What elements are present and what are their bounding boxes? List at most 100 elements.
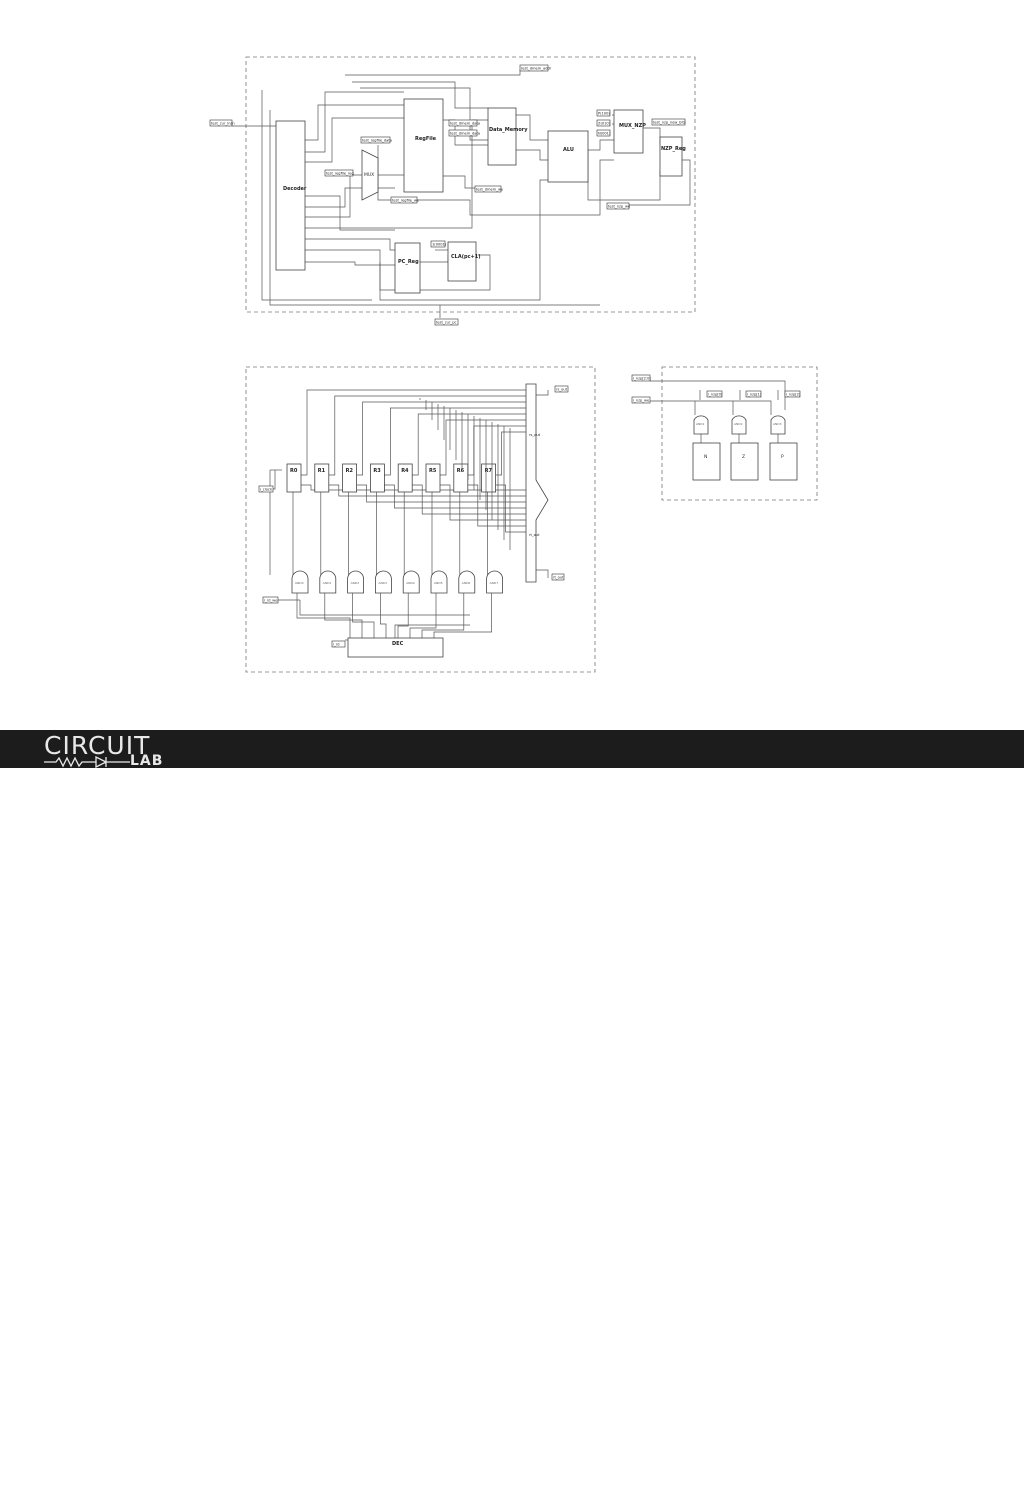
- logo-bottom-text: LAB: [130, 753, 164, 769]
- and-gate-6[interactable]: [458, 570, 476, 594]
- pin-cla-const[interactable]: [430, 240, 446, 248]
- and-gate-7[interactable]: [486, 570, 503, 594]
- nzp-box-p[interactable]: [769, 442, 798, 481]
- cla-block[interactable]: [447, 241, 477, 282]
- pin-p-bit[interactable]: [784, 390, 801, 398]
- register-r1[interactable]: [314, 463, 330, 493]
- and-gate-2[interactable]: [347, 570, 364, 594]
- nzp-box-z-label: Z: [742, 454, 745, 460]
- pin-cur-pc[interactable]: [434, 318, 459, 326]
- pin-dmem-we-text: test_dmem_we: [476, 188, 504, 192]
- nzp-and-gate-1-label: AND1: [696, 422, 705, 426]
- pin-rd-we[interactable]: [262, 596, 279, 604]
- pin-regfile-data[interactable]: [360, 136, 391, 144]
- pin-dmem-data-2[interactable]: [448, 129, 478, 137]
- and-gate-7-label: AND7: [490, 581, 499, 585]
- and-gate-0-label: AND0: [295, 581, 304, 585]
- register-r2[interactable]: [342, 463, 358, 493]
- pin-clock[interactable]: [258, 485, 274, 493]
- footer-bar: CIRCUIT LAB Billzyzzz/single circle http…: [0, 730, 1024, 1496]
- pin-rd-we-text: i_rd_we: [264, 599, 278, 603]
- pin-nzp-new-bits[interactable]: [651, 118, 686, 126]
- mux-block[interactable]: [361, 149, 379, 201]
- and-gate-5[interactable]: [430, 570, 448, 594]
- register-r3[interactable]: [369, 463, 385, 493]
- logo-top-text: CIRCUIT: [44, 731, 151, 760]
- nzp-reg-block[interactable]: [659, 136, 683, 177]
- mux-nzp-label: MUX_NZP: [619, 123, 646, 129]
- pin-p-const[interactable]: [596, 109, 611, 117]
- pin-regfile-reg[interactable]: [324, 169, 354, 177]
- resistor-diode-icon: [44, 756, 130, 768]
- regfile-block[interactable]: [403, 98, 444, 193]
- pin-rs-out[interactable]: [554, 385, 569, 393]
- and-gate-1[interactable]: [319, 570, 337, 594]
- nzp-and-gate-2[interactable]: [731, 415, 747, 435]
- pin-p-const-text: P(100): [598, 112, 610, 116]
- cla-label: CLA(pc+1): [451, 254, 481, 260]
- cpu-frame: [245, 56, 696, 313]
- regfile-label: RegFile: [415, 136, 437, 142]
- circuit-name[interactable]: single circle: [289, 1462, 385, 1478]
- pin-nzp-in[interactable]: [631, 374, 651, 382]
- pin-dmem-data[interactable]: [448, 119, 478, 127]
- pin-nzp-we-2[interactable]: [631, 396, 651, 404]
- pin-cla-const-text: 1(0001): [432, 243, 447, 247]
- register-r5[interactable]: [425, 463, 441, 493]
- pin-dmem-addr-text: test_dmem_addr: [521, 67, 552, 71]
- title-separator: /: [280, 1462, 286, 1478]
- and-gate-3[interactable]: [375, 570, 392, 594]
- pin-z-bit[interactable]: [745, 390, 762, 398]
- circuit-title: Billzyzzz/single circle: [218, 1461, 385, 1479]
- regfile-frame: [245, 366, 596, 673]
- alu-label: ALU: [563, 147, 574, 153]
- pin-dmem-data-text: test_dmem_data: [450, 122, 480, 126]
- nzp-reg-label: NZP_Reg: [661, 146, 686, 152]
- register-r4[interactable]: [397, 463, 413, 493]
- pin-regfile-we[interactable]: [390, 196, 418, 204]
- pin-z-const[interactable]: [596, 119, 611, 127]
- pin-rs-out-text: rs_out: [556, 388, 568, 392]
- circuitlab-logo[interactable]: CIRCUIT LAB: [44, 731, 184, 769]
- author-link[interactable]: Billzyzzz: [218, 1462, 277, 1478]
- regfile-wiring: [259, 383, 549, 641]
- nzp-frame: [661, 366, 818, 501]
- pin-rt-out[interactable]: [551, 573, 565, 581]
- pin-dmem-addr[interactable]: [519, 64, 549, 72]
- pin-nzp-we-2-text: i_nzp_we: [633, 399, 650, 403]
- mux-nzp-block[interactable]: [613, 109, 644, 154]
- nzp-box-z[interactable]: [730, 442, 759, 481]
- pin-rd-sel-text: i_rd: [333, 643, 340, 647]
- nzp-box-n[interactable]: [692, 442, 721, 481]
- schematic-canvas[interactable]: .box{fill:#fff;stroke:#444;stroke-width:…: [0, 0, 1024, 730]
- pin-regfile-reg-text: test_regfile_reg: [326, 172, 354, 176]
- circuit-url[interactable]: http://circuitlab.com/c5eh7uc7va4j3: [218, 1480, 472, 1496]
- pin-rd-sel[interactable]: [331, 640, 346, 648]
- nzp-and-gate-3[interactable]: [770, 415, 786, 435]
- and-gate-4[interactable]: [402, 570, 420, 594]
- nzp-and-gate-3-label: AND3: [773, 422, 782, 426]
- pin-cur-insn[interactable]: [209, 119, 233, 127]
- alu-block[interactable]: [547, 130, 589, 183]
- pin-n-bit[interactable]: [706, 390, 723, 398]
- nzp-and-gate-1[interactable]: [693, 415, 709, 435]
- register-r0[interactable]: [286, 463, 302, 493]
- pin-nzp-new-bits-text: test_nzp_new_bits: [653, 121, 686, 125]
- pin-nzp-we[interactable]: [606, 202, 630, 210]
- data-memory-block[interactable]: [487, 107, 517, 166]
- nzp-and-gate-2-label: AND2: [734, 422, 743, 426]
- pin-p-bit-text: i_nzp[2]: [786, 393, 801, 397]
- register-r4-label: R4: [401, 468, 409, 474]
- pin-z-const-text: Z(010): [598, 122, 611, 126]
- cpu-wiring: [232, 70, 691, 318]
- and-gate-4-label: AND4: [406, 581, 415, 585]
- pin-n-const[interactable]: [596, 129, 611, 137]
- pc-reg-block[interactable]: [394, 242, 421, 294]
- decoder-block[interactable]: [275, 120, 306, 271]
- register-r5-label: R5: [429, 468, 437, 474]
- nzp-box-p-label: P: [781, 454, 784, 460]
- pin-dmem-we[interactable]: [474, 185, 502, 193]
- and-gate-0[interactable]: [291, 570, 309, 594]
- dec-block[interactable]: [347, 637, 444, 658]
- and-gate-3-label: AND3: [378, 581, 387, 585]
